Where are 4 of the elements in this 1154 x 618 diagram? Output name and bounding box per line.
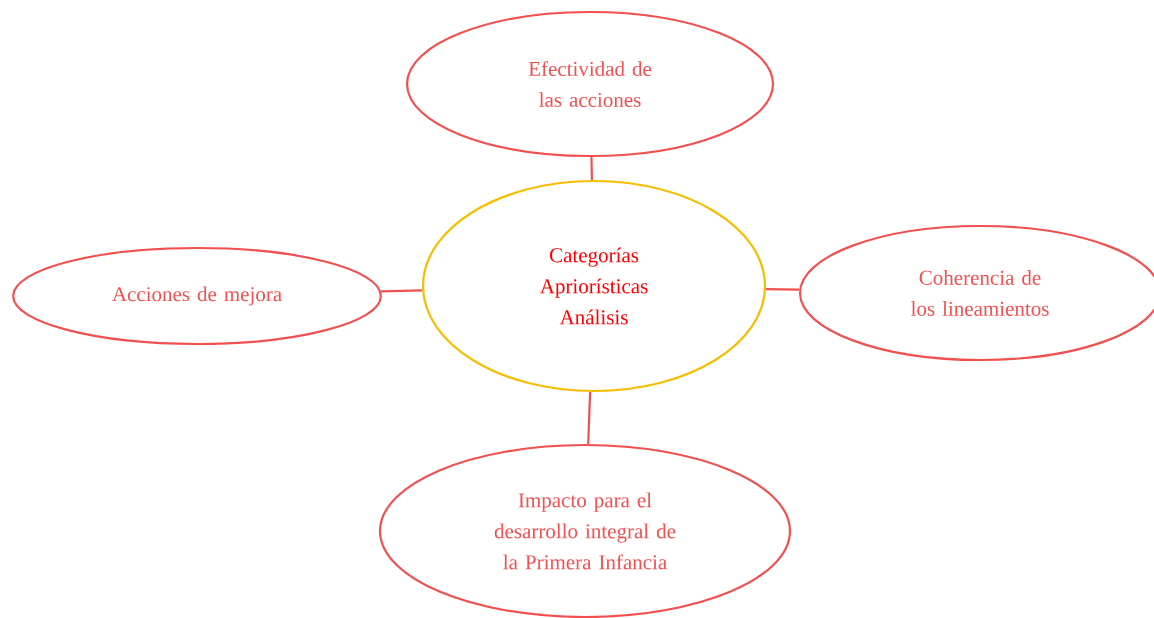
connector-line	[590, 157, 593, 180]
connector-line	[381, 289, 423, 293]
connector-line	[766, 288, 800, 291]
connector-line	[587, 392, 592, 444]
